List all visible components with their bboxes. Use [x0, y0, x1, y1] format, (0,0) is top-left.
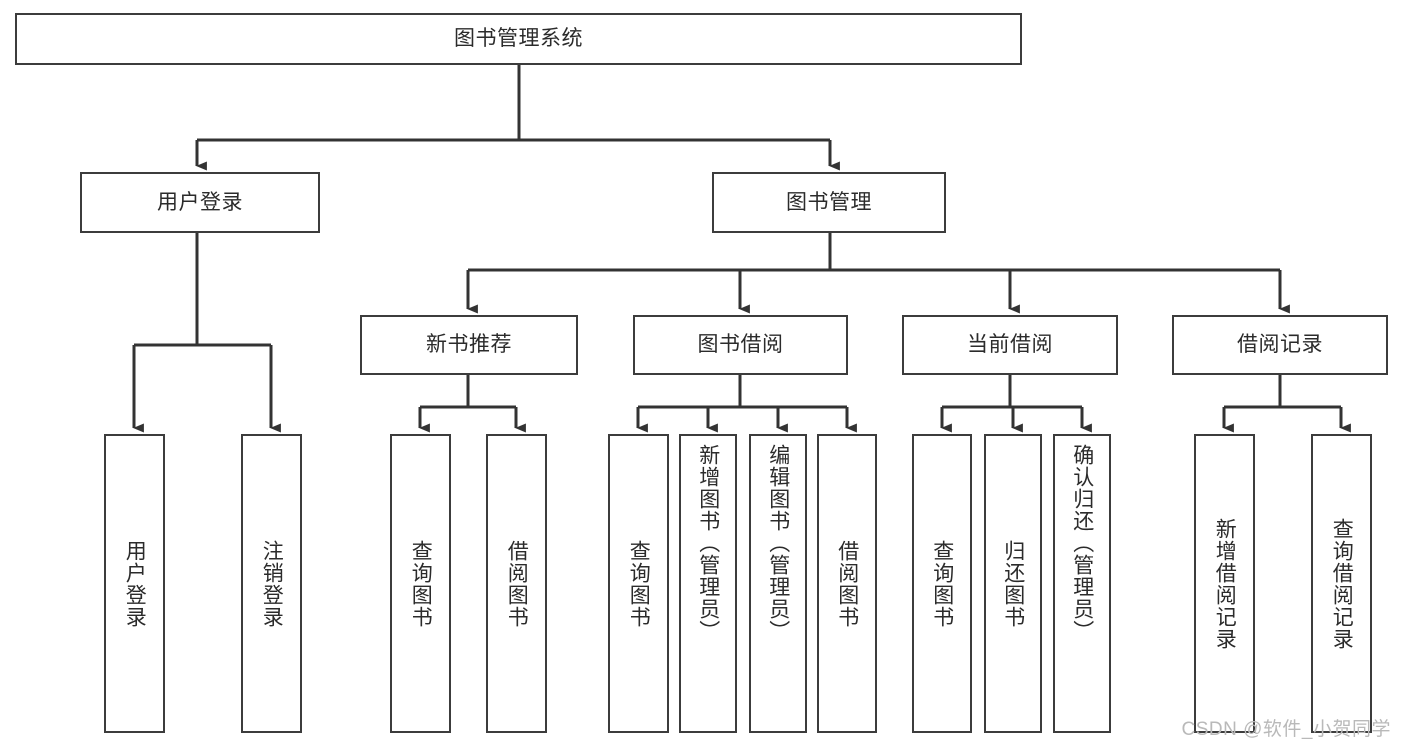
node-label: 用户登录 — [157, 190, 243, 214]
leaf-book-borrow-borrow-book[interactable]: 借阅图书 — [817, 434, 877, 733]
leaf-book-borrow-edit-book-admin[interactable]: 编辑图书（管理员） — [749, 434, 807, 733]
node-label: 图书管理 — [786, 190, 872, 214]
leaf-borrow-record-add-record[interactable]: 新增借阅记录 — [1194, 434, 1255, 733]
leaf-current-borrow-query-book[interactable]: 查询图书 — [912, 434, 972, 733]
node-label: 新书推荐 — [426, 333, 512, 357]
watermark: CSDN @软件_小贺同学 — [1181, 719, 1391, 740]
leaf-book-borrow-add-book-admin[interactable]: 新增图书（管理员） — [679, 434, 737, 733]
leaf-label: 新增借阅记录 — [1213, 517, 1237, 650]
leaf-label: 新增图书（管理员） — [696, 444, 720, 642]
node-book-management[interactable]: 图书管理 — [712, 172, 946, 233]
leaf-label: 注销登录 — [260, 539, 284, 628]
leaf-new-book-borrow-book[interactable]: 借阅图书 — [486, 434, 547, 733]
node-user-login[interactable]: 用户登录 — [80, 172, 320, 233]
node-current-borrow[interactable]: 当前借阅 — [902, 315, 1118, 375]
leaf-label: 查询借阅记录 — [1330, 517, 1354, 650]
leaf-book-borrow-query-book[interactable]: 查询图书 — [608, 434, 669, 733]
leaf-label: 确认归还（管理员） — [1070, 444, 1094, 642]
leaf-label: 查询图书 — [930, 539, 954, 628]
node-label: 当前借阅 — [967, 333, 1053, 357]
node-borrow-record[interactable]: 借阅记录 — [1172, 315, 1388, 375]
leaf-user-login-login[interactable]: 用户登录 — [104, 434, 165, 733]
node-new-book-recommend[interactable]: 新书推荐 — [360, 315, 578, 375]
node-label: 图书借阅 — [697, 333, 784, 357]
leaf-label: 查询图书 — [627, 539, 651, 628]
node-book-borrow[interactable]: 图书借阅 — [633, 315, 848, 375]
leaf-label: 借阅图书 — [835, 539, 859, 628]
node-label: 借阅记录 — [1237, 333, 1323, 357]
node-root-book-management-system[interactable]: 图书管理系统 — [15, 13, 1022, 65]
leaf-current-borrow-confirm-return-admin[interactable]: 确认归还（管理员） — [1053, 434, 1111, 733]
node-label: 图书管理系统 — [454, 27, 583, 51]
leaf-new-book-query-book[interactable]: 查询图书 — [390, 434, 451, 733]
leaf-current-borrow-return-book[interactable]: 归还图书 — [984, 434, 1042, 733]
leaf-borrow-record-query-record[interactable]: 查询借阅记录 — [1311, 434, 1372, 733]
leaf-label: 借阅图书 — [505, 539, 529, 628]
leaf-label: 查询图书 — [409, 539, 433, 628]
leaf-label: 编辑图书（管理员） — [766, 444, 790, 642]
leaf-label: 用户登录 — [123, 539, 147, 628]
leaf-label: 归还图书 — [1001, 539, 1025, 628]
leaf-user-login-logout[interactable]: 注销登录 — [241, 434, 302, 733]
